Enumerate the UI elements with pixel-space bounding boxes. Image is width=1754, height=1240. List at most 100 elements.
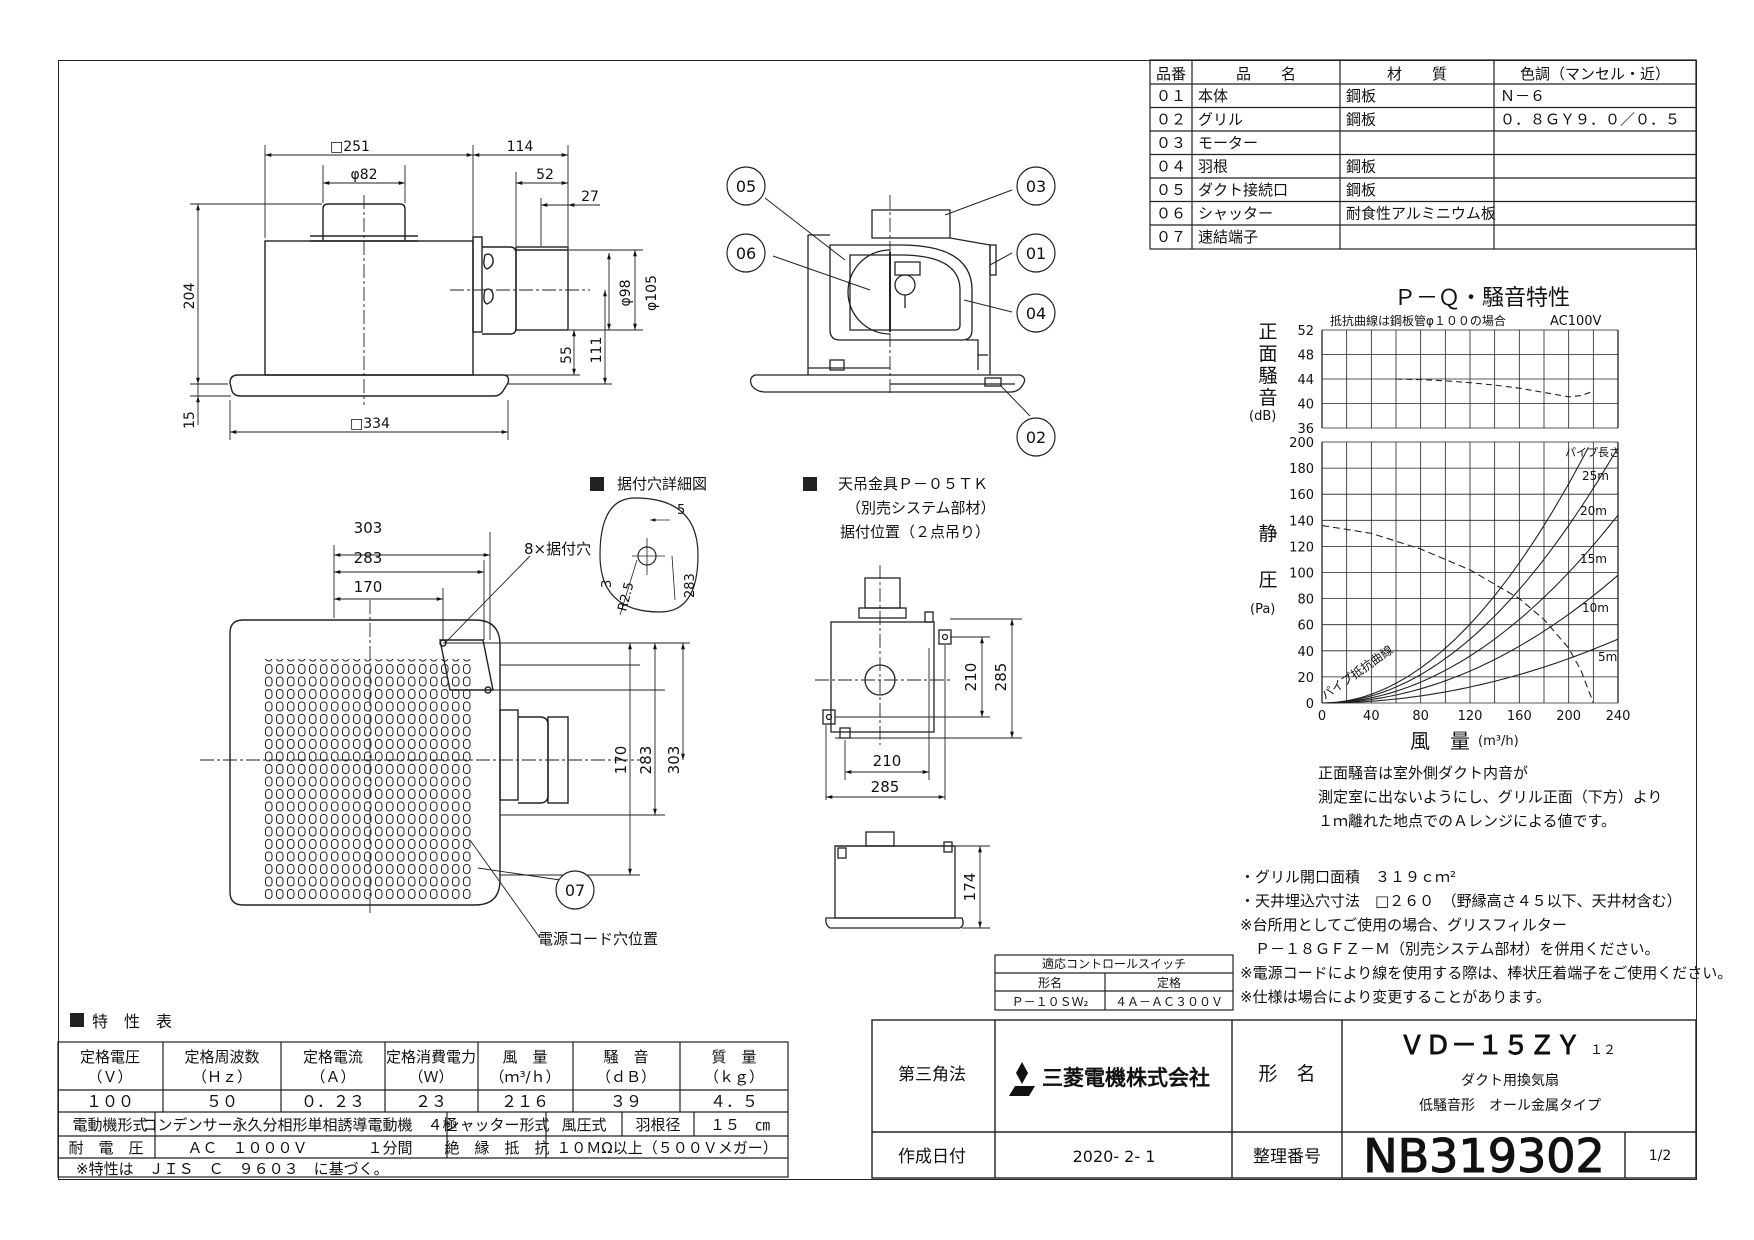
pq-chart: Ｐ－Ｑ・騒音特性 抵抗曲線は鋼板管φ１００の場合 AC100V パイプ長さ 風 … xyxy=(1249,286,1630,753)
svg-text:据付位置（２点吊り）: 据付位置（２点吊り） xyxy=(840,523,990,541)
callout-circle xyxy=(1016,233,1056,273)
svg-text:適応コントロールスイッチ: 適応コントロールスイッチ xyxy=(1042,956,1186,971)
svg-text:三菱電機株式会社: 三菱電機株式会社 xyxy=(1042,1066,1210,1090)
parts-header: 色調（マンセル・近） xyxy=(1520,65,1670,83)
svg-text:（別売システム部材）: （別売システム部材） xyxy=(846,499,996,517)
svg-text:Ｐ－１８ＧＦＺ－Ｍ（別売システム部材）を併用ください。: Ｐ－１８ＧＦＺ－Ｍ（別売システム部材）を併用ください。 xyxy=(1240,940,1660,958)
svg-text:羽根径: 羽根径 xyxy=(635,1116,680,1134)
svg-text:Ｐ－１０ＳＷ₂: Ｐ－１０ＳＷ₂ xyxy=(1012,995,1089,1009)
svg-text:283: 283 xyxy=(354,549,383,567)
parts-cell: グリル xyxy=(1198,111,1243,129)
resistance-curve xyxy=(1322,638,1619,704)
section-view xyxy=(749,189,1031,417)
svg-text:283: 283 xyxy=(683,573,698,598)
callout-label: 02 xyxy=(1026,428,1046,447)
resistance-label: 25m xyxy=(1582,469,1609,483)
svg-text:27: 27 xyxy=(581,189,599,205)
parts-cell: Ｎ－６ xyxy=(1500,87,1545,105)
spec-unit: （Ｈｚ） xyxy=(192,1068,252,1086)
callout-circle xyxy=(1016,293,1056,333)
callout-circle xyxy=(1016,417,1056,457)
parts-cell: 耐食性アルミニウム板 xyxy=(1346,205,1496,223)
resistance-label: 15m xyxy=(1580,552,1607,566)
xtick: 80 xyxy=(1412,709,1429,724)
svg-text:ＡＣ １０００Ｖ １分間: ＡＣ １０００Ｖ １分間 xyxy=(187,1139,412,1157)
svg-text:絶 縁 抵 抗: 絶 縁 抵 抗 xyxy=(444,1139,549,1157)
svg-text:NB319302: NB319302 xyxy=(1363,1129,1605,1183)
svg-text:2020- 2- 1: 2020- 2- 1 xyxy=(1073,1147,1156,1166)
pq-ytick: 100 xyxy=(1289,567,1314,582)
svg-text:定格: 定格 xyxy=(1157,975,1181,990)
spec-value: ２３ xyxy=(415,1092,447,1111)
parts-cell: 鋼板 xyxy=(1346,87,1376,105)
xtick: 160 xyxy=(1507,709,1532,724)
drawing-frame xyxy=(58,60,1697,1180)
svg-text:52: 52 xyxy=(536,167,554,183)
parts-header: 材 質 xyxy=(1387,65,1447,83)
spec-header: 騒 音 xyxy=(603,1048,648,1066)
svg-text:283: 283 xyxy=(637,746,655,775)
svg-text:耐 電 圧: 耐 電 圧 xyxy=(68,1139,143,1157)
parts-cell: シャッター xyxy=(1198,205,1273,223)
spec-header: 定格電圧 xyxy=(80,1048,140,1066)
parts-cell: ダクト接続口 xyxy=(1198,181,1288,199)
svg-text:電源コード穴位置: 電源コード穴位置 xyxy=(538,930,658,948)
noise-ylabel-char: 音 xyxy=(1258,387,1277,409)
parts-cell: 鋼板 xyxy=(1346,181,1376,199)
svg-text:１５ ㎝: １５ ㎝ xyxy=(710,1116,770,1134)
spec-header: 質 量 xyxy=(711,1048,756,1066)
hanger-plan-view xyxy=(815,565,1022,800)
chart-power: AC100V xyxy=(1550,314,1602,329)
svg-text:・天井埋込穴寸法 □２６０ （野縁高さ４５以下、天井材含む）: ・天井埋込穴寸法 □２６０ （野縁高さ４５以下、天井材含む） xyxy=(1240,892,1682,910)
chart-grid xyxy=(1321,329,1619,704)
svg-text:４Ａ－ＡＣ３００Ｖ: ４Ａ－ＡＣ３００Ｖ xyxy=(1115,995,1223,1009)
resistance-curve xyxy=(1321,447,1589,704)
noise-ylabel-char: 騒 xyxy=(1258,365,1277,387)
spec-value: ２１６ xyxy=(501,1092,549,1111)
xtick: 200 xyxy=(1556,709,1581,724)
svg-text:※台所用としてご使用の場合、グリスフィルター: ※台所用としてご使用の場合、グリスフィルター xyxy=(1240,916,1567,934)
svg-text:5: 5 xyxy=(677,503,685,518)
svg-text:・グリル開口面積 ３１９ｃｍ²: ・グリル開口面積 ３１９ｃｍ² xyxy=(1240,868,1456,886)
callout-circle xyxy=(1016,166,1056,206)
spec-header: 定格周波数 xyxy=(184,1048,259,1066)
svg-text:※仕様は場合により変更することがあります。: ※仕様は場合により変更することがあります。 xyxy=(1240,988,1551,1006)
svg-text:φ98: φ98 xyxy=(618,279,634,306)
spec-header: 定格電流 xyxy=(303,1048,363,1066)
svg-text:※特性は ＪＩＳ Ｃ ９６０３ に基づく。: ※特性は ＪＩＳ Ｃ ９６０３ に基づく。 xyxy=(76,1160,389,1178)
hanger-section: 天吊金具Ｐ－０５ＴＫ （別売システム部材） 据付位置（２点吊り） xyxy=(803,475,996,541)
parts-cell: ０７ xyxy=(1156,228,1186,246)
svg-text:210: 210 xyxy=(962,663,980,692)
bottom-view xyxy=(200,532,690,939)
parts-cell: ０．８ＧＹ９．０／０．５ xyxy=(1500,111,1680,129)
svg-text:形名: 形名 xyxy=(1038,975,1062,990)
svg-text:１２: １２ xyxy=(1590,1043,1616,1058)
front-view xyxy=(190,145,643,440)
spec-unit: （Ｖ） xyxy=(87,1068,132,1086)
spec-unit: （Ａ） xyxy=(310,1068,355,1086)
svg-text:55: 55 xyxy=(559,346,575,364)
svg-text:□334: □334 xyxy=(350,416,390,432)
callout-07: 07 xyxy=(555,870,595,910)
svg-text:111: 111 xyxy=(589,337,605,364)
svg-text:303: 303 xyxy=(354,519,383,537)
resistance-curve xyxy=(1321,447,1619,704)
resistance-label: 20m xyxy=(1580,504,1607,518)
svg-text:天吊金具Ｐ－０５ＴＫ: 天吊金具Ｐ－０５ＴＫ xyxy=(838,475,988,493)
pq-ytick: 80 xyxy=(1297,593,1314,608)
pq-ytick: 120 xyxy=(1289,540,1314,555)
resistance-label: 10m xyxy=(1582,601,1609,615)
pq-ytick: 20 xyxy=(1297,671,1314,686)
parts-cell: ０４ xyxy=(1156,158,1186,176)
hanger-side-dim: 174 xyxy=(961,873,979,902)
svg-text:コンデンサー永久分相形単相誘導電動機 ４極: コンデンサー永久分相形単相誘導電動機 ４極 xyxy=(142,1116,457,1134)
svg-text:285: 285 xyxy=(871,778,900,796)
callout-label: 06 xyxy=(736,244,756,263)
svg-text:据付穴詳細図: 据付穴詳細図 xyxy=(617,475,707,493)
noise-curve xyxy=(1395,378,1594,398)
parts-cell: 羽根 xyxy=(1198,158,1228,176)
svg-text:ダクト用換気扇: ダクト用換気扇 xyxy=(1461,1073,1559,1089)
